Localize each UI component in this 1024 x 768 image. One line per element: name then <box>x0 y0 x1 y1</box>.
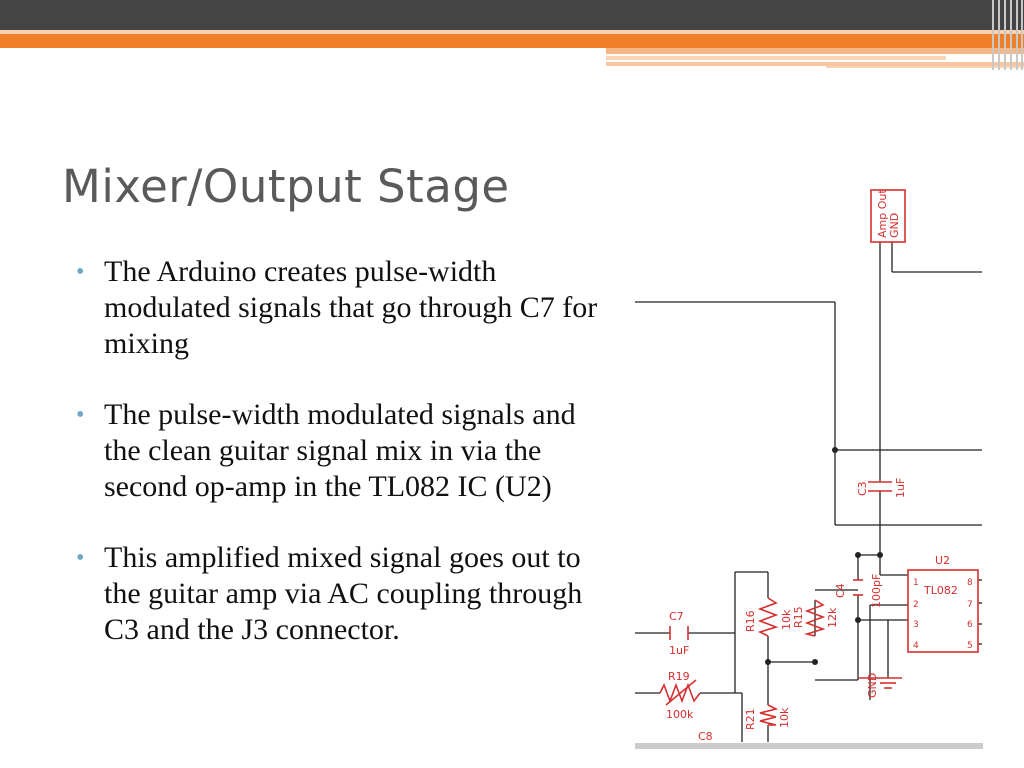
bullet-text: The Arduino creates pulse-width modulate… <box>104 255 598 360</box>
c4-value: 100pF <box>870 574 883 608</box>
pin-label: 2 <box>913 600 919 610</box>
r16-resistor <box>757 597 779 637</box>
bullet-item: • The Arduino creates pulse-width modulat… <box>74 254 604 362</box>
accent-line <box>0 30 1024 34</box>
gnd-label: GND <box>866 673 879 698</box>
r15-label: R15 <box>792 606 805 628</box>
slide-title: Mixer/Output Stage <box>62 160 510 213</box>
r19-resistor <box>659 682 701 704</box>
schematic-bottom-border <box>635 743 983 749</box>
u2-pin-labels: 1 2 3 4 8 7 6 5 <box>913 578 973 651</box>
pin-label: 3 <box>913 620 919 630</box>
r16-value: 10k <box>780 609 793 630</box>
r15-resistor <box>804 599 826 637</box>
junction-dots <box>765 447 883 665</box>
r21-label: R21 <box>744 708 757 730</box>
pin-label: 5 <box>967 641 973 651</box>
r19-label: R19 <box>668 670 690 683</box>
r19-value: 100k <box>666 708 694 721</box>
accent-line <box>606 48 1024 54</box>
corner-stripes <box>990 0 1024 70</box>
u2-box <box>907 569 979 653</box>
c3-value: 1uF <box>894 478 907 498</box>
r16-label: R16 <box>744 610 757 632</box>
bullet-text: The pulse-width modulated signals and th… <box>104 398 576 503</box>
connector-box <box>870 189 906 243</box>
pin-label: 4 <box>913 641 919 651</box>
c7-value: 1uF <box>669 644 689 657</box>
bullet-list: • The Arduino creates pulse-width modulat… <box>74 254 604 683</box>
connector-label-gnd: GND <box>888 213 901 238</box>
accent-bar <box>0 34 1024 48</box>
r21-resistor <box>759 704 779 726</box>
schematic-diagram: Amp Out GND C3 1uF C4 100pF U2 TL082 R16… <box>635 189 983 749</box>
connector-label-amp-out: Amp Out <box>876 189 889 238</box>
bullet-icon: • <box>76 545 85 571</box>
pin-label: 6 <box>967 620 973 630</box>
top-bar <box>0 0 1024 30</box>
u2-part: TL082 <box>923 584 958 597</box>
pin-label: 7 <box>967 600 973 610</box>
c8-label: C8 <box>698 730 713 743</box>
schematic-labels: Amp Out GND C3 1uF C4 100pF U2 TL082 R16… <box>666 189 958 743</box>
schematic-parts <box>659 189 979 726</box>
accent-line <box>606 56 946 60</box>
r15-value: 12k <box>826 607 839 628</box>
bullet-item: • The pulse-width modulated signals and t… <box>74 397 604 505</box>
pin-label: 1 <box>913 578 919 588</box>
c3-label: C3 <box>856 481 869 496</box>
accent-line <box>826 66 1024 68</box>
bullet-item: • This amplified mixed signal goes out to… <box>74 540 604 648</box>
c4-label: C4 <box>834 583 847 598</box>
c7-label: C7 <box>669 610 684 623</box>
schematic-wires <box>635 242 982 742</box>
accent-line <box>606 62 1024 66</box>
bullet-icon: • <box>76 402 85 428</box>
u2-label: U2 <box>935 554 950 567</box>
r19-wiper <box>665 679 697 706</box>
pin-label: 8 <box>967 578 973 588</box>
bullet-text: This amplified mixed signal goes out to … <box>104 541 583 646</box>
bullet-icon: • <box>76 259 85 285</box>
r21-value: 10k <box>778 707 791 728</box>
